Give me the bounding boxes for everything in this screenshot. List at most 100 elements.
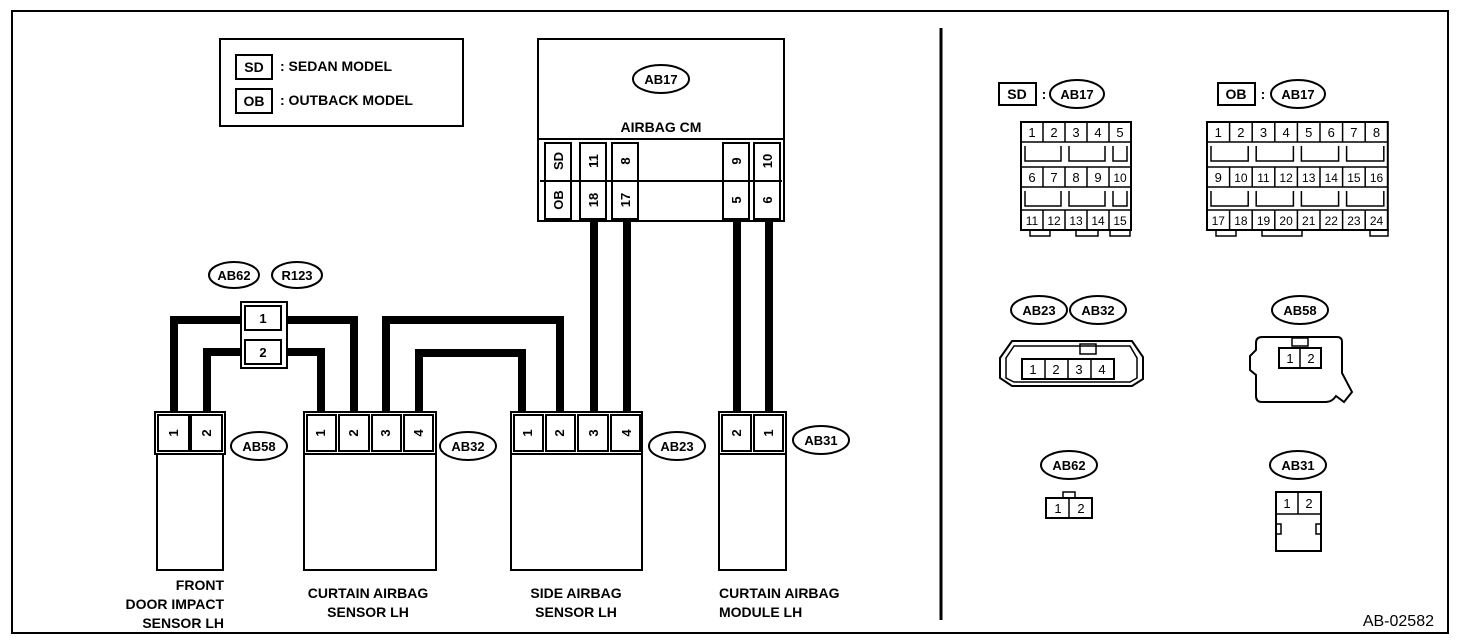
view-ab23-ab32-pin-2: 2: [1052, 362, 1059, 377]
ab17_ob-lock: [1300, 146, 1340, 162]
joint-id-r123: R123: [281, 268, 312, 283]
ab23-pin-4: 4: [619, 429, 634, 437]
view-ab58-id: AB58: [1283, 303, 1316, 318]
ab17_ob-pin-8: 8: [1373, 125, 1380, 140]
component-ab23: 1 2 3 4 AB23 SIDE AIRBAG SENSOR LH: [510, 411, 706, 620]
ab17_ob-pin-1: 1: [1215, 125, 1222, 140]
ab17_ob-lock: [1210, 146, 1249, 162]
ab32-pin-1: 1: [313, 429, 328, 436]
ab17_ob-pin-16: 16: [1370, 171, 1384, 185]
ab17_ob-pin-6: 6: [1328, 125, 1335, 140]
cm-pin-sd-11: 11: [586, 154, 601, 168]
view-ab17-ob-header: OB : AB17: [1217, 79, 1326, 109]
cm-pin-sd-9: 9: [729, 157, 744, 164]
ab17_sd-pin-11: 11: [1026, 214, 1039, 228]
ab17_ob-pin-7: 7: [1350, 125, 1357, 140]
airbag-cm-title: AIRBAG CM: [621, 119, 702, 135]
ab17_ob-pin-22: 22: [1325, 214, 1339, 228]
component-ab32: 1 2 3 4 AB32 CURTAIN AIRBAG SENSOR LH: [303, 411, 497, 620]
ab32-name-line1: CURTAIN AIRBAG: [308, 585, 429, 601]
view-ab31-id: AB31: [1281, 458, 1314, 473]
ab17_sd-pin-9: 9: [1094, 170, 1101, 185]
legend-ob-code: OB: [244, 93, 265, 109]
ab23-name-line2: SENSOR LH: [535, 604, 617, 620]
ab17_sd-pin-8: 8: [1072, 170, 1079, 185]
view-ab62: AB62 1 2: [1040, 450, 1098, 519]
ab31-name-line2: MODULE LH: [719, 604, 802, 620]
ab23-pin-1: 1: [520, 429, 535, 436]
component-ab58: 1 2 AB58 FRONT DOOR IMPACT SENSOR LH: [125, 411, 288, 631]
ab32-pin-4: 4: [411, 429, 426, 437]
cm-pin-sd-10: 10: [760, 154, 775, 168]
ab17_sd-lock: [1068, 191, 1106, 207]
ab17_ob-pin-14: 14: [1325, 171, 1339, 185]
ab17_sd-lock: [1024, 146, 1062, 162]
ab17_ob-lock: [1345, 191, 1385, 207]
ab17_ob-lock: [1300, 191, 1340, 207]
ab32-connector-id: AB32: [451, 439, 484, 454]
legend-sd-label: : SEDAN MODEL: [280, 58, 392, 74]
view-ab17-sd-model: SD: [1007, 86, 1026, 102]
ab17_ob-pin-20: 20: [1279, 214, 1293, 228]
ab17_ob-lock: [1210, 191, 1249, 207]
ab17_sd-lock: [1112, 191, 1128, 207]
cm-pin-ob-6: 6: [760, 196, 775, 203]
ab23-name-line1: SIDE AIRBAG: [530, 585, 621, 601]
wires: [170, 220, 773, 412]
ab17_sd-pin-12: 12: [1047, 214, 1061, 228]
ab58-pin-1: 1: [166, 429, 181, 436]
ab17_ob-pin-11: 11: [1257, 171, 1270, 185]
view-ab17-ob-model: OB: [1226, 86, 1247, 102]
ab32-pin-3: 3: [378, 429, 393, 436]
ab17_ob-pin-15: 15: [1347, 171, 1361, 185]
legend-box: SD : SEDAN MODEL OB : OUTBACK MODEL: [219, 38, 464, 127]
view-ab31-pin-1: 1: [1283, 496, 1290, 511]
view-ab17-sd-connector-id: AB17: [1060, 87, 1093, 102]
airbag-cm-connector-id: AB17: [644, 72, 677, 87]
ab17_sd-lock: [1112, 146, 1128, 162]
ab17_sd-pin-14: 14: [1091, 214, 1105, 228]
ab58-name-line2: DOOR IMPACT: [125, 596, 224, 612]
ab17_sd-pin-3: 3: [1072, 125, 1079, 140]
view-ab62-pin-2: 2: [1077, 501, 1084, 516]
view-ab17-ob-sep: :: [1261, 86, 1266, 102]
ab32-pin-2: 2: [346, 429, 361, 436]
joint-pin-2: 2: [259, 345, 266, 360]
legend-sd-code: SD: [244, 59, 263, 75]
joint-id-ab62: AB62: [217, 268, 250, 283]
ab17_ob-lock: [1255, 146, 1295, 162]
ab17_ob-pin-2: 2: [1237, 125, 1244, 140]
ab32-name-line2: SENSOR LH: [327, 604, 409, 620]
airbag-cm: AB17 AIRBAG CM SD OB 11 8 9 10 18 17 5 6: [537, 38, 785, 222]
ab17_ob-pin-4: 4: [1282, 125, 1289, 140]
view-ab32-id: AB32: [1081, 303, 1114, 318]
ab17_sd-pin-4: 4: [1094, 125, 1101, 140]
cm-row-ob-label: OB: [551, 190, 566, 210]
cm-pin-sd-8: 8: [618, 157, 633, 164]
ab17_ob-pin-17: 17: [1212, 214, 1226, 228]
ab31-name-line1: CURTAIN AIRBAG: [719, 585, 840, 601]
diagram-frame: [11, 10, 1449, 634]
ab31-pin-2: 2: [729, 429, 744, 436]
ab17_ob-pin-13: 13: [1302, 171, 1316, 185]
ab17_ob-pin-5: 5: [1305, 125, 1312, 140]
view-ab17-ob-connector-id: AB17: [1281, 87, 1314, 102]
view-ab58-pin-2: 2: [1307, 351, 1314, 366]
view-ab58: AB58 1 2: [1249, 295, 1354, 404]
wire-ab23-1-ab32-4: [415, 349, 526, 412]
ab23-connector-id: AB23: [660, 439, 693, 454]
ab17_ob-pin-18: 18: [1234, 214, 1248, 228]
ab17_ob-pin-9: 9: [1215, 170, 1222, 185]
ab17_ob-lock: [1345, 146, 1385, 162]
cm-pin-ob-5: 5: [729, 196, 744, 203]
view-ab31: AB31 1 2: [1269, 450, 1327, 552]
ab17_sd-pin-7: 7: [1050, 170, 1057, 185]
view-ab31-pin-2: 2: [1305, 496, 1312, 511]
ab17_sd-pin-5: 5: [1116, 125, 1123, 140]
cm-row-sd-label: SD: [551, 152, 566, 170]
ab23-pin-3: 3: [586, 429, 601, 436]
ab31-pin-1: 1: [761, 429, 776, 436]
